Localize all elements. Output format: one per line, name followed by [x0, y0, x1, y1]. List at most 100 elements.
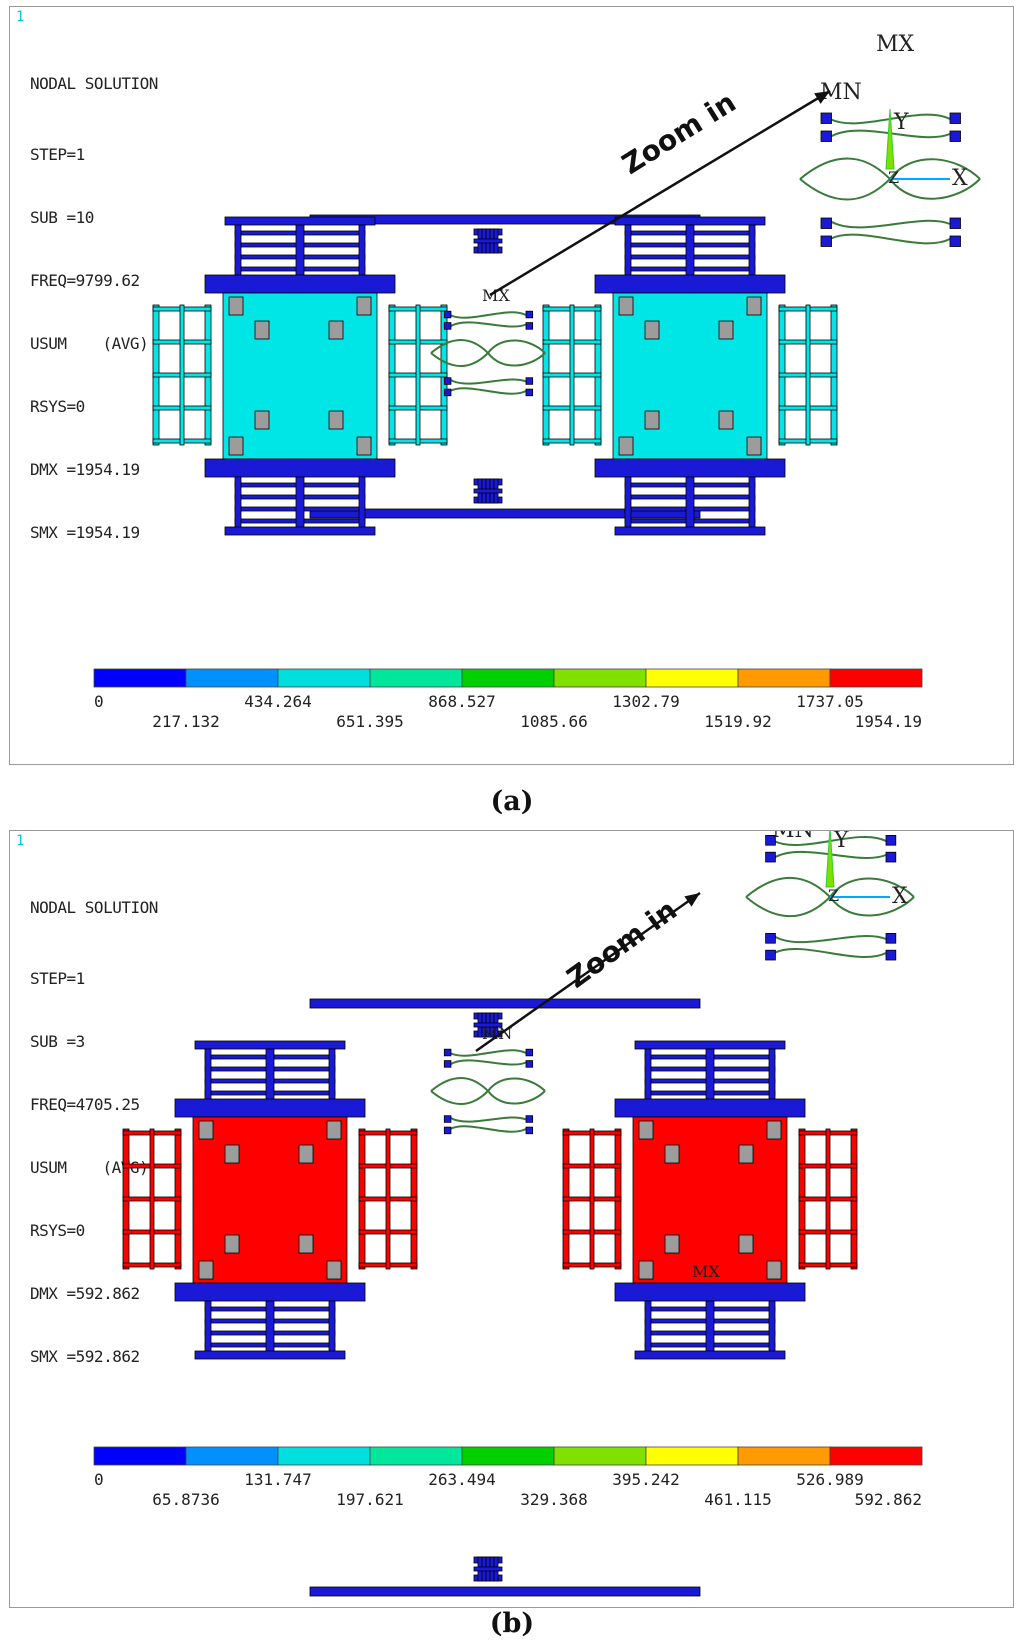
colorbar-label-bottom: 65.8736: [152, 1490, 219, 1509]
coupling-anchor: [443, 388, 452, 397]
side-comb-right: [798, 1128, 858, 1270]
caption-a: (a): [490, 786, 534, 817]
info-rsys: RSYS=0: [30, 397, 85, 416]
coupling-beam: [449, 1125, 527, 1133]
spring-anchor: [198, 1120, 214, 1140]
colorbar-segment: [645, 1446, 739, 1466]
axis-x-label: X: [952, 166, 968, 191]
spring-anchor: [664, 1144, 680, 1164]
spring-anchor: [228, 296, 244, 316]
frame-post: [234, 224, 242, 278]
zoom-in-label: Zoom in: [616, 86, 741, 181]
spring-anchor: [224, 1234, 240, 1254]
frame-bottom-bar: [614, 526, 766, 536]
colorbar-label-bottom: 1954.19: [855, 712, 922, 731]
spring-anchor: [718, 320, 734, 340]
right-resonator: [542, 216, 838, 536]
frame-post: [328, 1048, 336, 1102]
frame-post: [265, 1300, 275, 1354]
spring-anchor: [298, 1144, 314, 1164]
frame-post: [768, 1048, 776, 1102]
colorbar-label-top: 1737.05: [796, 692, 863, 711]
comb-bar: [149, 1128, 155, 1270]
frame-post: [204, 1300, 212, 1354]
coupling-beam: [449, 1049, 527, 1057]
colorbar-segment: [185, 668, 279, 688]
center-anchor-bottom: [473, 478, 503, 504]
coupling-beam: [487, 352, 546, 367]
colorbar-label-bottom: 197.621: [336, 1490, 403, 1509]
comb-bar: [179, 304, 185, 446]
frame-post: [624, 224, 632, 278]
coupling-beam: [773, 948, 887, 958]
coupling-anchor: [525, 1048, 534, 1057]
coupling-beam: [745, 877, 831, 898]
center-anchor-bottom: [473, 1556, 503, 1582]
coupling-beam: [449, 1059, 527, 1066]
panel-a: 1 NODAL SOLUTION STEP=1 SUB =10 FREQ=979…: [9, 6, 1014, 765]
colorbar-label-top: 1302.79: [612, 692, 679, 711]
frame-top-bar: [614, 216, 766, 226]
info-sub: SUB =10: [30, 208, 94, 227]
proof-mass: [612, 292, 768, 460]
spring-anchor: [618, 436, 634, 456]
coupling-anchor: [765, 949, 776, 961]
coupling-anchor: [525, 1126, 534, 1135]
coupling-anchor: [765, 835, 776, 846]
coupling-beam: [430, 1077, 489, 1092]
coupling-anchor: [443, 310, 452, 319]
center-coupling: [430, 1048, 546, 1135]
comb-bar: [473, 1022, 503, 1028]
frame-top-bar: [194, 1040, 346, 1050]
frame-post: [265, 1048, 275, 1102]
coupling-anchor: [443, 1060, 452, 1068]
colorbar-segment: [461, 668, 555, 688]
left-resonator: [122, 1040, 418, 1360]
spring-anchor: [718, 410, 734, 430]
coupling-anchor: [949, 235, 961, 247]
coupling-beam: [799, 178, 891, 201]
colorbar-label-top: 868.527: [428, 692, 495, 711]
coupling-anchor: [443, 1126, 452, 1135]
info-avg: (AVG): [102, 334, 149, 353]
spring-anchor: [328, 410, 344, 430]
comb-bar: [589, 1128, 595, 1270]
spring-anchor: [766, 1260, 782, 1280]
coupling-beam: [889, 158, 981, 180]
frame-bottom-bar: [224, 526, 376, 536]
frame-post: [328, 1300, 336, 1354]
colorbar-segment: [829, 668, 923, 688]
zoom-arrow-line: [475, 891, 701, 1053]
frame-lower-beam: [204, 458, 396, 478]
frame-post: [644, 1300, 652, 1354]
comb-bar: [473, 488, 503, 494]
colorbar-segment: [461, 1446, 555, 1466]
proof-mass: [192, 1116, 348, 1284]
coupling-anchor: [525, 1115, 534, 1123]
comb-bar: [805, 304, 811, 446]
coupling-anchor: [885, 835, 897, 846]
coupling-beam: [449, 311, 527, 319]
info-dmx: DMX =592.862: [30, 1284, 140, 1303]
colorbar-label-bottom: 1519.92: [704, 712, 771, 731]
coupling-anchor: [949, 217, 961, 229]
spring-anchor: [638, 1120, 654, 1140]
frame-top-bar: [634, 1040, 786, 1050]
coupling-beam: [487, 339, 546, 354]
spring-anchor: [326, 1260, 342, 1280]
window-number: 1: [16, 833, 25, 849]
frame-post: [685, 476, 695, 530]
info-usum: USUM: [30, 334, 67, 353]
right-resonator: [562, 1040, 858, 1360]
spring-anchor: [254, 320, 270, 340]
colorbar-segment: [553, 1446, 647, 1466]
frame-post: [204, 1048, 212, 1102]
coupling-anchor: [443, 322, 452, 330]
frame-bottom-bar: [194, 1350, 346, 1360]
coupling-anchor: [820, 112, 832, 124]
coupling-beam: [430, 352, 489, 367]
coupling-anchor: [443, 377, 452, 385]
y-axis-arrow: [885, 108, 895, 170]
marker-main: MN: [482, 1024, 512, 1043]
marker-zoom: MN: [772, 831, 814, 843]
